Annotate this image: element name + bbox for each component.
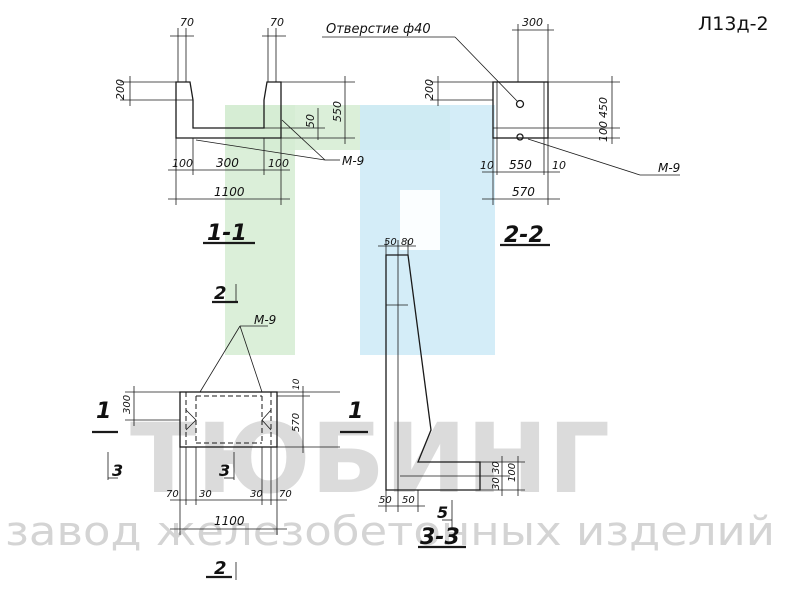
sheet-code: Л13д-2 [698, 13, 769, 35]
dim-1-1-1100: 1100 [214, 185, 245, 199]
section-mark-1-left: 1 [96, 399, 111, 424]
dim-2-2-300: 300 [522, 16, 543, 29]
plan-view-drawing [92, 284, 368, 580]
dim-1-1-300: 300 [216, 156, 239, 170]
dim-2-2-570: 570 [512, 185, 535, 199]
dim-plan-10: 10 [292, 378, 302, 390]
section-mark-2-top: 2 [214, 283, 227, 304]
section-mark-3-left: 3 [112, 461, 123, 480]
section-title-3-3: 3-3 [420, 525, 460, 550]
dim-plan-30-left: 30 [199, 489, 212, 500]
dim-3-3-50-top: 50 [384, 237, 397, 248]
dim-2-2-10-right: 10 [552, 159, 566, 172]
dim-3-3-100: 100 [507, 463, 518, 482]
dim-3-3-50-bottom-right: 50 [402, 495, 415, 506]
callout-m9-section-1-1: М-9 [342, 154, 364, 168]
section-mark-1-right: 1 [348, 399, 363, 424]
section-title-1-1: 1-1 [207, 221, 247, 246]
dim-1-1-100-left: 100 [172, 157, 193, 170]
dim-2-2-200: 200 [423, 79, 436, 100]
dim-3-3-30-b: 30 [491, 477, 502, 490]
dim-2-2-450: 450 [597, 97, 610, 118]
dim-1-1-70-left: 70 [180, 16, 194, 29]
section-2-2-drawing [322, 24, 680, 247]
dim-1-1-70-right: 70 [270, 16, 284, 29]
dim-plan-70-left: 70 [166, 489, 179, 500]
dim-3-3-30-a: 30 [491, 461, 502, 474]
dim-3-3-80: 80 [401, 237, 414, 248]
dim-1-1-100-right: 100 [268, 157, 289, 170]
watermark-brand: ТЮБИНГ [130, 403, 610, 515]
dim-2-2-550: 550 [509, 158, 532, 172]
dim-plan-30-right: 30 [250, 489, 263, 500]
section-3-3-drawing [378, 240, 525, 549]
dim-1-1-200: 200 [114, 79, 127, 100]
dim-plan-70-right: 70 [279, 489, 292, 500]
watermark-tagline: завод железобетонных изделий [5, 509, 775, 555]
dim-plan-570: 570 [291, 413, 302, 432]
dim-plan-300: 300 [122, 395, 133, 414]
dim-2-2-10-left: 10 [480, 159, 494, 172]
section-mark-3-mid: 3 [219, 461, 230, 480]
section-1-1-drawing [120, 28, 355, 245]
callout-hole: Отверстие ф40 [326, 22, 431, 37]
section-mark-2-bottom: 2 [214, 558, 227, 579]
dim-2-2-100: 100 [597, 121, 610, 142]
watermark-logo [225, 105, 495, 355]
dim-1-1-50: 50 [304, 114, 317, 128]
dim-3-3-50-bottom-left: 50 [379, 495, 392, 506]
callout-m9-section-2-2: М-9 [658, 161, 680, 175]
section-mark-5: 5 [437, 503, 448, 522]
dim-plan-1100: 1100 [214, 514, 245, 528]
section-title-2-2: 2-2 [504, 223, 544, 248]
callout-m9-plan: М-9 [254, 313, 276, 327]
dim-1-1-550: 550 [331, 101, 344, 122]
